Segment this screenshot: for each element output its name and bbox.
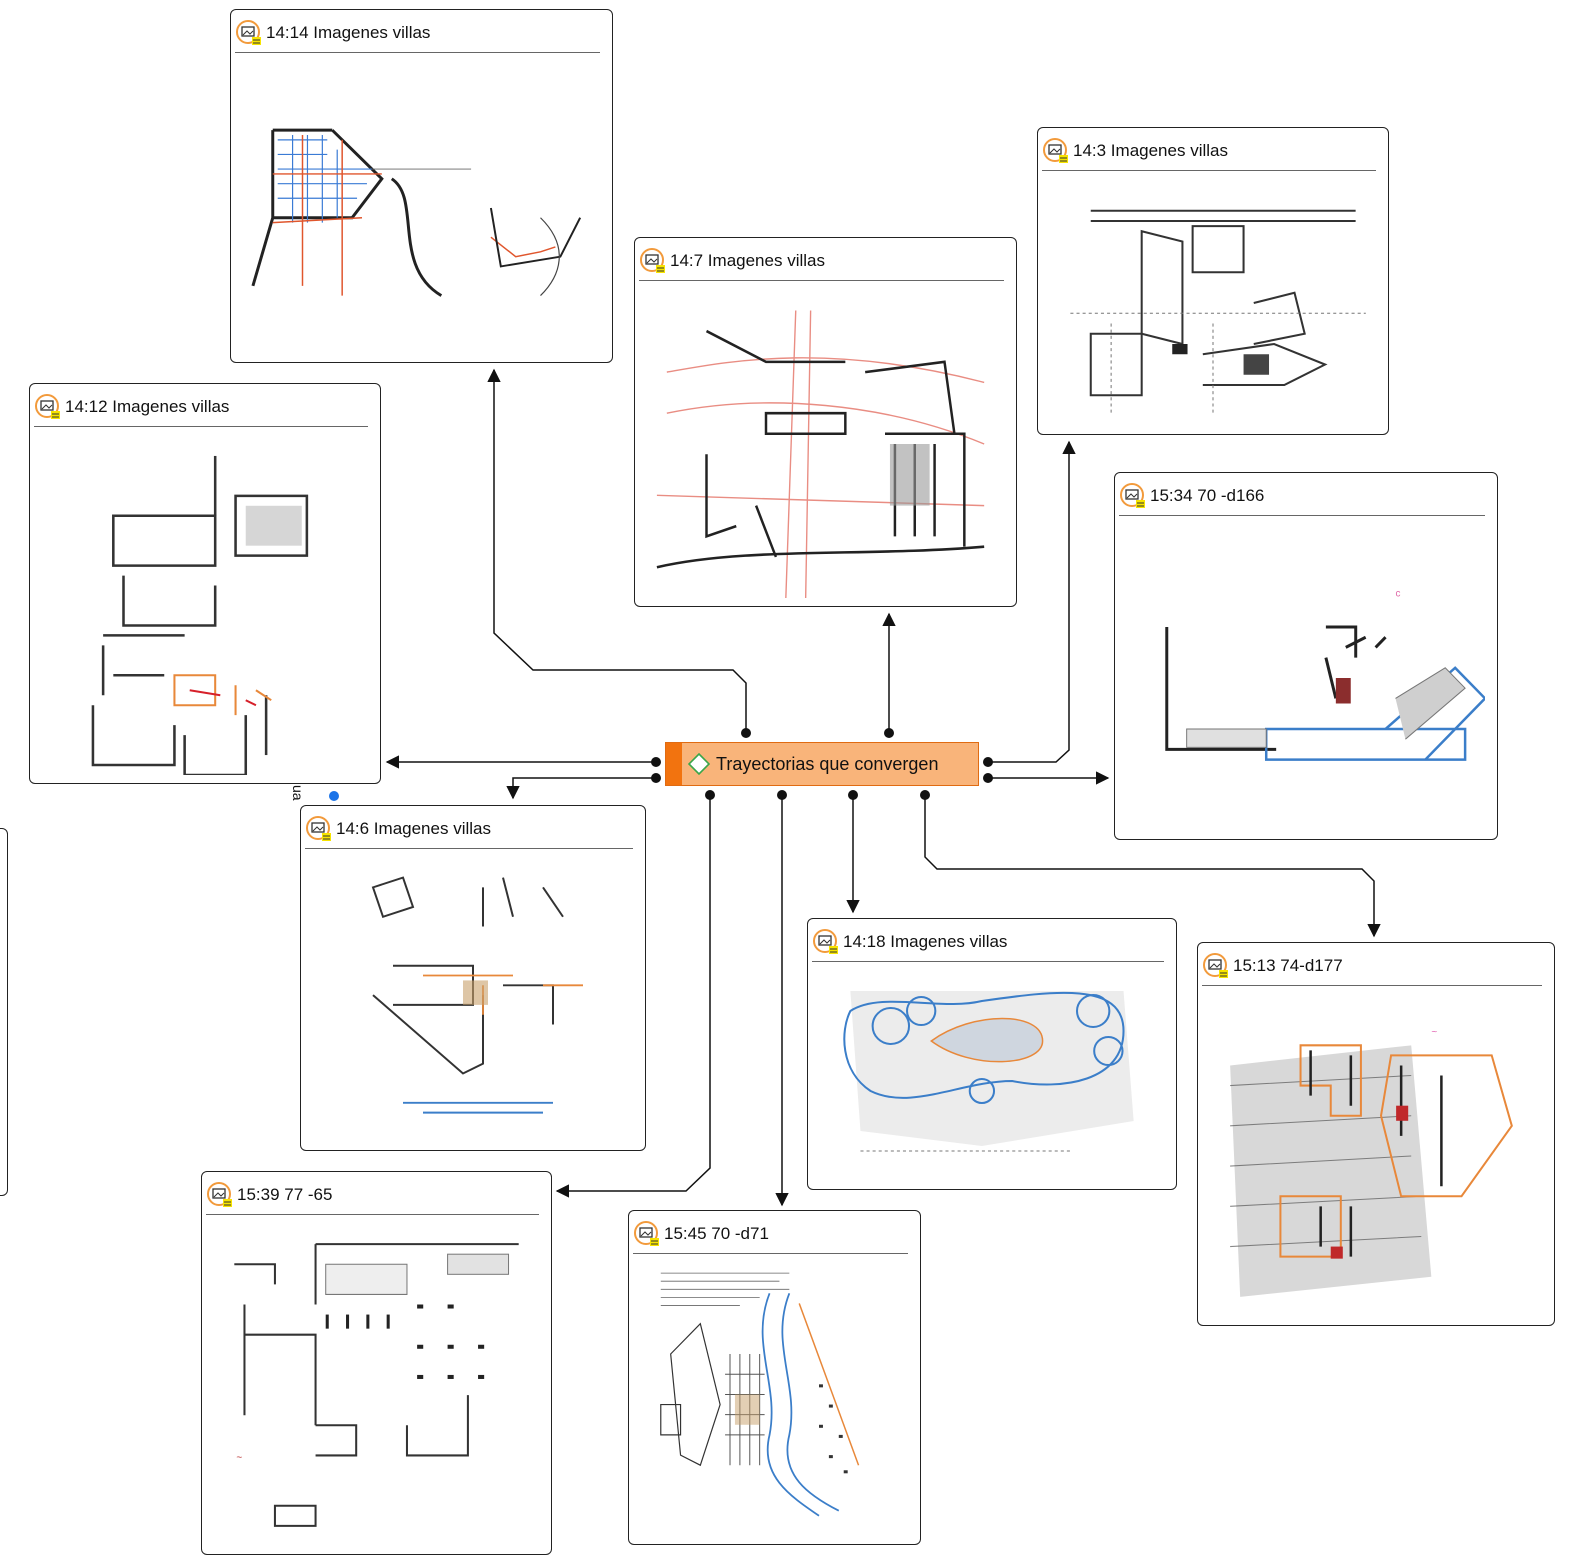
card-title: 15:34 70 -d166 bbox=[1150, 486, 1265, 505]
sketch-villa-plan bbox=[1050, 180, 1376, 426]
image-quotation-icon bbox=[306, 816, 331, 841]
relation-label: ua bbox=[290, 785, 306, 801]
card-header: 14:18 Imagenes villas bbox=[812, 923, 1164, 962]
card-header: 14:14 Imagenes villas bbox=[235, 14, 600, 53]
quotation-card-14-18[interactable]: 14:18 Imagenes villas bbox=[807, 918, 1177, 1190]
link-to-q-15-39[interactable] bbox=[555, 795, 711, 1198]
quotation-card-14-14[interactable]: 14:14 Imagenes villas bbox=[230, 9, 613, 363]
quotation-card-15-39[interactable]: 15:39 77 -65 ~ bbox=[201, 1171, 552, 1555]
card-title: 14:14 Imagenes villas bbox=[266, 23, 431, 42]
quotation-card-14-12[interactable]: 14:12 Imagenes villas bbox=[29, 383, 381, 784]
card-header: 14:3 Imagenes villas bbox=[1042, 132, 1376, 171]
sketch-plan-grid: ~ bbox=[214, 1224, 539, 1546]
quotation-card-14-3[interactable]: 14:3 Imagenes villas bbox=[1037, 127, 1389, 435]
code-node-trayectorias[interactable]: Trayectorias que convergen bbox=[665, 742, 979, 786]
image-quotation-icon bbox=[1043, 138, 1068, 163]
card-title: 15:45 70 -d71 bbox=[664, 1224, 769, 1243]
sketch-plan-triangle bbox=[313, 858, 633, 1142]
card-header: 15:39 77 -65 bbox=[206, 1176, 539, 1215]
svg-text:~: ~ bbox=[236, 1453, 242, 1464]
image-quotation-icon bbox=[207, 1182, 232, 1207]
code-diamond-icon bbox=[688, 753, 710, 775]
image-quotation-icon bbox=[813, 929, 838, 954]
card-header: 15:45 70 -d71 bbox=[633, 1215, 908, 1254]
card-title: 14:7 Imagenes villas bbox=[670, 251, 825, 270]
card-title: 15:39 77 -65 bbox=[237, 1185, 333, 1204]
card-header: 14:6 Imagenes villas bbox=[305, 810, 633, 849]
relation-dot[interactable] bbox=[329, 791, 339, 801]
sketch-street-plan bbox=[647, 290, 1004, 598]
quotation-card-15-13[interactable]: 15:13 74-d177 ~ bbox=[1197, 942, 1555, 1326]
card-title: 14:6 Imagenes villas bbox=[336, 819, 491, 838]
image-quotation-icon bbox=[640, 248, 665, 273]
card-title: 15:13 74-d177 bbox=[1233, 956, 1343, 975]
card-header: 15:34 70 -d166 bbox=[1119, 477, 1485, 516]
card-header: 15:13 74-d177 bbox=[1202, 947, 1542, 986]
sketch-site-plan bbox=[243, 62, 600, 354]
card-title: 14:3 Imagenes villas bbox=[1073, 141, 1228, 160]
image-quotation-icon bbox=[1203, 953, 1228, 978]
link-to-q-14-14[interactable] bbox=[487, 368, 747, 733]
sketch-plan-river bbox=[641, 1263, 908, 1536]
sketch-plan-hatched: ~ bbox=[1210, 995, 1542, 1317]
code-color-bar bbox=[666, 743, 682, 785]
quotation-card-15-34[interactable]: 15:34 70 -d166 c bbox=[1114, 472, 1498, 840]
card-header: 14:12 Imagenes villas bbox=[34, 388, 368, 427]
card-title: 14:18 Imagenes villas bbox=[843, 932, 1008, 951]
link-to-q-14-3[interactable] bbox=[988, 440, 1076, 763]
sketch-plan-orange bbox=[42, 436, 368, 775]
sketch-plan-blue: c bbox=[1127, 525, 1485, 831]
sketch-garden bbox=[820, 971, 1164, 1181]
image-quotation-icon bbox=[1120, 483, 1145, 508]
svg-text:~: ~ bbox=[1431, 1027, 1437, 1038]
card-title: 14:12 Imagenes villas bbox=[65, 397, 230, 416]
quotation-card-14-7[interactable]: 14:7 Imagenes villas bbox=[634, 237, 1017, 607]
quotation-card-14-6[interactable]: 14:6 Imagenes villas bbox=[300, 805, 646, 1151]
image-quotation-icon bbox=[236, 20, 261, 45]
link-to-q-14-6[interactable] bbox=[506, 777, 656, 800]
card-header: 14:7 Imagenes villas bbox=[639, 242, 1004, 281]
image-quotation-icon bbox=[35, 394, 60, 419]
quotation-card-15-45[interactable]: 15:45 70 -d71 bbox=[628, 1210, 921, 1545]
link-to-q-15-13[interactable] bbox=[924, 795, 1381, 938]
code-label: Trayectorias que convergen bbox=[716, 753, 939, 774]
svg-text:c: c bbox=[1396, 588, 1401, 599]
offscreen-card-edge bbox=[0, 828, 8, 1196]
image-quotation-icon bbox=[634, 1221, 659, 1246]
